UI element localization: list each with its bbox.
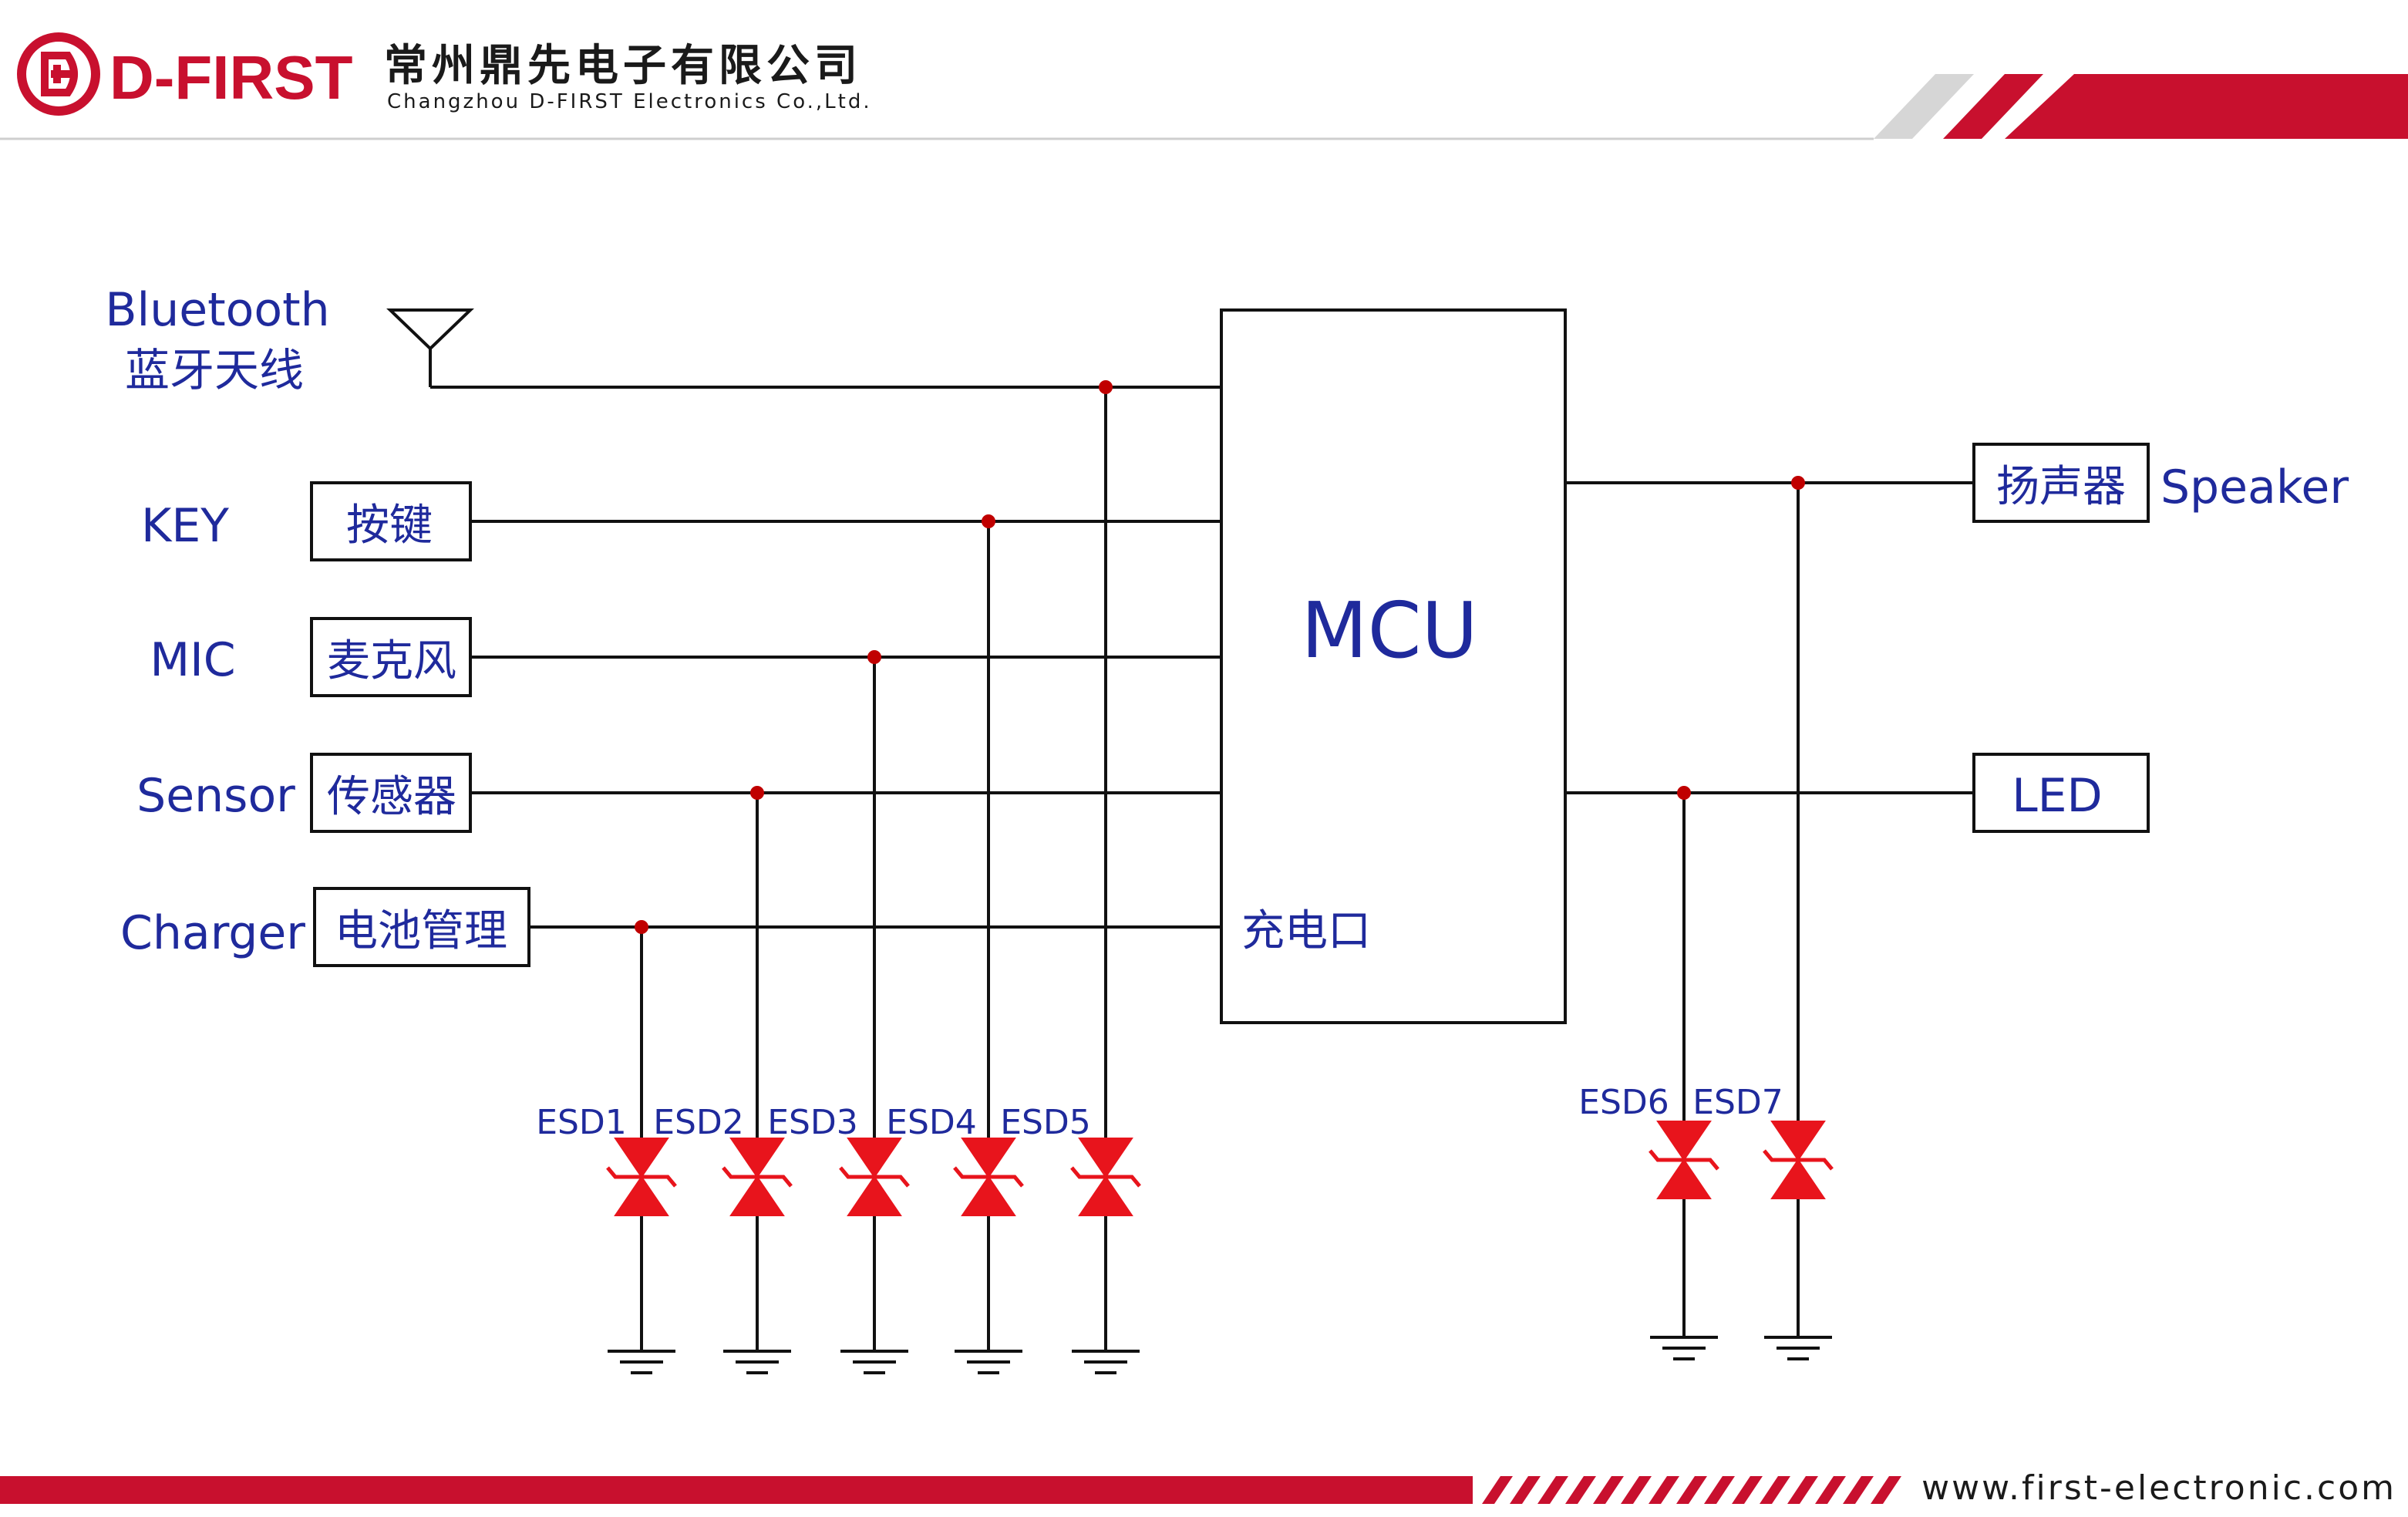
key-box <box>310 481 472 561</box>
wires <box>386 308 1974 1350</box>
mcu-box <box>1220 308 1567 1024</box>
antenna-icon <box>386 308 474 387</box>
output-blocks: 扬声器 Speaker LED <box>1972 443 2349 833</box>
bluetooth-label-cn: 蓝牙天线 <box>125 344 304 396</box>
company-name-cn: 常州鼎先电子有限公司 <box>384 41 862 91</box>
esd-label: ESD7 <box>1692 1083 1783 1122</box>
brand-name: D-FIRST <box>109 43 353 112</box>
footer-red-bar <box>0 1476 1473 1504</box>
charger-box-label: 电池管理 <box>335 906 507 956</box>
esd-label: ESD5 <box>1000 1103 1091 1142</box>
junction-dot <box>867 650 881 664</box>
logo-mark-glyph <box>41 52 78 96</box>
esd5-tvs-diode-icon <box>1072 1138 1140 1215</box>
input-blocks: Bluetooth 蓝牙天线 KEY 按键 MIC 麦克风 Sensor 传感器… <box>105 283 530 967</box>
ground-icon <box>1763 1336 1834 1360</box>
company-name-en: Changzhou D-FIRST Electronics Co.,Ltd. <box>387 90 872 113</box>
junction-dot <box>1677 786 1691 800</box>
esd-label: ESD2 <box>653 1103 744 1142</box>
esd-label: ESD6 <box>1578 1083 1669 1122</box>
esd-labels: ESD1 ESD2 ESD3 ESD4 ESD5 ESD6 ESD7 <box>536 1083 1783 1142</box>
speaker-box-label: 扬声器 <box>1996 462 2126 512</box>
esd2-tvs-diode-icon <box>723 1138 791 1215</box>
header-gray-stripe <box>1874 74 1974 139</box>
speaker-label: Speaker <box>2160 460 2349 514</box>
header: D-FIRST 常州鼎先电子有限公司 Changzhou D-FIRST Ele… <box>0 32 2408 140</box>
charger-box <box>313 887 530 967</box>
junction-dot <box>1099 380 1113 394</box>
website-url[interactable]: www.first-electronic.com <box>1921 1468 2396 1508</box>
charge-port-label: 充电口 <box>1241 906 1371 956</box>
header-red-band <box>2005 74 2408 139</box>
led-box-label: LED <box>2012 769 2103 823</box>
grounds <box>606 1336 1834 1374</box>
logo-mark <box>17 32 100 116</box>
sensor-box-label: 传感器 <box>327 772 456 822</box>
key-label: KEY <box>141 499 229 553</box>
esd6-tvs-diode-icon <box>1650 1121 1718 1198</box>
key-box-label: 按键 <box>346 501 433 551</box>
esd1-tvs-diode-icon <box>608 1138 675 1215</box>
junction-dot <box>750 786 764 800</box>
junction-dot <box>1791 476 1805 490</box>
esd-label: ESD4 <box>886 1103 977 1142</box>
mic-label: MIC <box>150 633 235 687</box>
sensor-box <box>310 753 472 833</box>
mcu-block: MCU 充电口 <box>1220 308 1567 1024</box>
esd7-tvs-diode-icon <box>1764 1121 1832 1198</box>
esd-label: ESD3 <box>767 1103 858 1142</box>
mcu-label: MCU <box>1301 585 1477 676</box>
junctions <box>635 380 1805 934</box>
speaker-box <box>1972 443 2150 523</box>
bluetooth-label-en: Bluetooth <box>105 283 329 337</box>
esd3-tvs-diode-icon <box>840 1138 908 1215</box>
footer-hatch <box>1482 1476 1901 1504</box>
junction-dot <box>982 514 995 528</box>
ground-icon <box>1070 1350 1141 1374</box>
ground-icon <box>953 1350 1024 1374</box>
mic-box-label: 麦克风 <box>327 636 456 686</box>
ground-icon <box>722 1350 793 1374</box>
footer: www.first-electronic.com <box>0 1468 2396 1508</box>
esd4-tvs-diode-icon <box>955 1138 1022 1215</box>
d-first-logo: D-FIRST <box>17 32 353 116</box>
esd-label: ESD1 <box>536 1103 627 1142</box>
charger-label: Charger <box>120 906 305 960</box>
junction-dot <box>635 920 648 934</box>
ground-icon <box>1649 1336 1719 1360</box>
ground-icon <box>606 1350 677 1374</box>
led-box <box>1972 753 2150 833</box>
mic-box <box>310 617 472 697</box>
ground-icon <box>839 1350 910 1374</box>
sensor-label: Sensor <box>136 769 295 823</box>
header-red-stripe-1 <box>1943 74 2043 139</box>
